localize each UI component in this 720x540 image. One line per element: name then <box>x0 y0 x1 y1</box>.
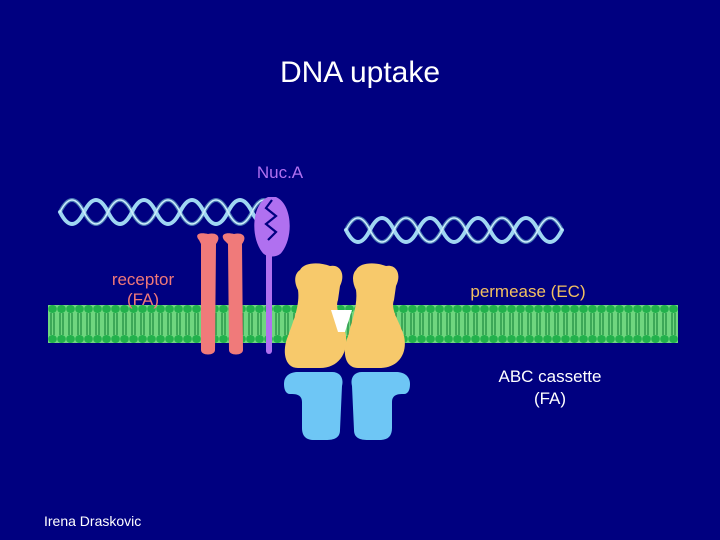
nuca-label: Nuc.A <box>256 163 304 182</box>
dna-strand-right <box>344 216 564 244</box>
permease-subunit-left <box>284 263 347 368</box>
abc-cassette-right <box>351 372 410 440</box>
dna-strand-left <box>58 198 278 226</box>
receptor-protein-1 <box>197 233 219 355</box>
permease-channel <box>331 310 352 332</box>
permease-label: permease (EC) <box>470 282 586 301</box>
abc-label-line2: (FA) <box>533 389 567 408</box>
nuca-nuclease <box>254 197 290 354</box>
abc-label-line1: ABC cassette <box>498 367 602 386</box>
author-credit: Irena Draskovic <box>44 513 142 529</box>
receptor-label-line1: receptor <box>111 270 175 289</box>
receptor-protein-2 <box>222 233 245 355</box>
receptor-label: receptor (FA) <box>90 270 196 310</box>
abc-cassette-label: ABC cassette (FA) <box>470 366 630 410</box>
permease-subunit-right <box>344 263 405 368</box>
slide-title: DNA uptake <box>279 56 441 89</box>
receptor-label-line2: (FA) <box>126 290 160 309</box>
abc-cassette-left <box>284 372 343 440</box>
